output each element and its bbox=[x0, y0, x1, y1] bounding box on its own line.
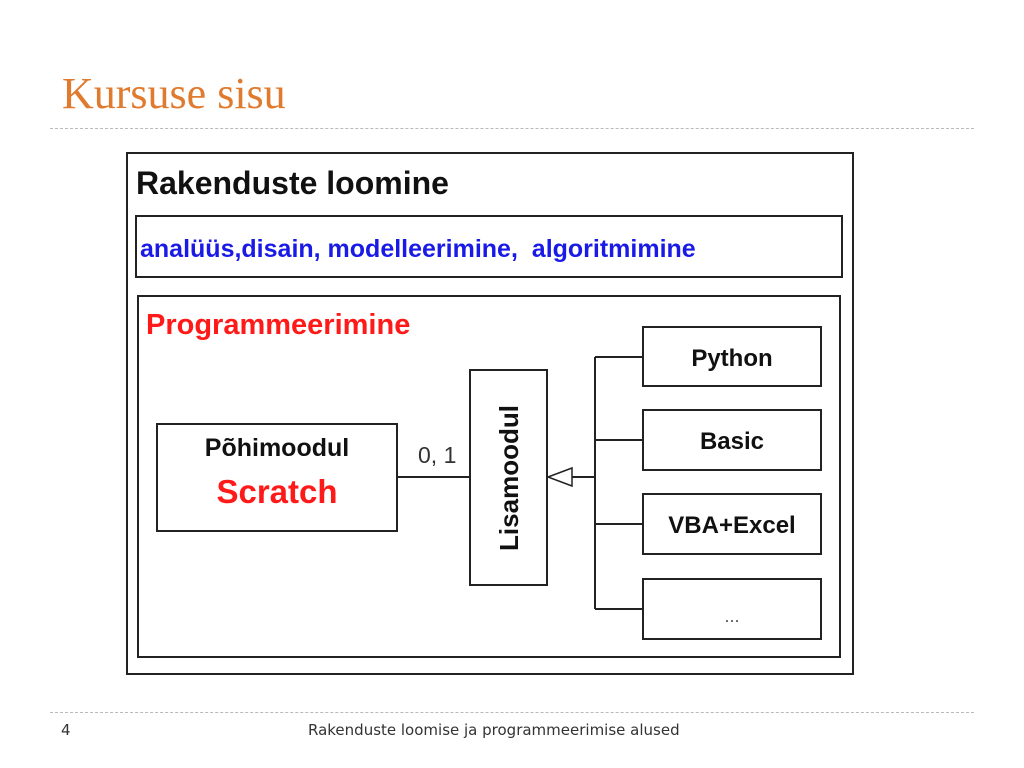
option-more: ... bbox=[724, 606, 739, 626]
option-box-python bbox=[642, 326, 822, 387]
option-basic: Basic bbox=[700, 428, 764, 455]
analysis-text: analüüs,disain, modelleerimine, algoritm… bbox=[140, 235, 696, 263]
analysis-box bbox=[135, 215, 843, 278]
slide-title: Kursuse sisu bbox=[62, 69, 286, 118]
footer-text: Rakenduste loomise ja programmeerimise a… bbox=[308, 721, 680, 739]
footer-divider bbox=[50, 712, 974, 713]
outer-frame-title: Rakenduste loomine bbox=[136, 165, 449, 201]
option-box-vba bbox=[642, 493, 822, 555]
main-module-title: Põhimoodul bbox=[205, 434, 349, 462]
main-module-box bbox=[156, 423, 398, 532]
page-number: 4 bbox=[61, 721, 71, 739]
extra-module-label: Lisamoodul bbox=[494, 405, 524, 551]
title-divider bbox=[50, 128, 974, 129]
multiplicity-label: 0, 1 bbox=[418, 442, 456, 468]
option-box-basic bbox=[642, 409, 822, 471]
option-python: Python bbox=[691, 345, 772, 372]
option-box-more bbox=[642, 578, 822, 640]
programming-title: Programmeerimine bbox=[146, 309, 410, 341]
extra-module-box bbox=[469, 369, 548, 586]
option-vba-excel: VBA+Excel bbox=[668, 512, 795, 539]
main-module-name: Scratch bbox=[216, 473, 337, 510]
